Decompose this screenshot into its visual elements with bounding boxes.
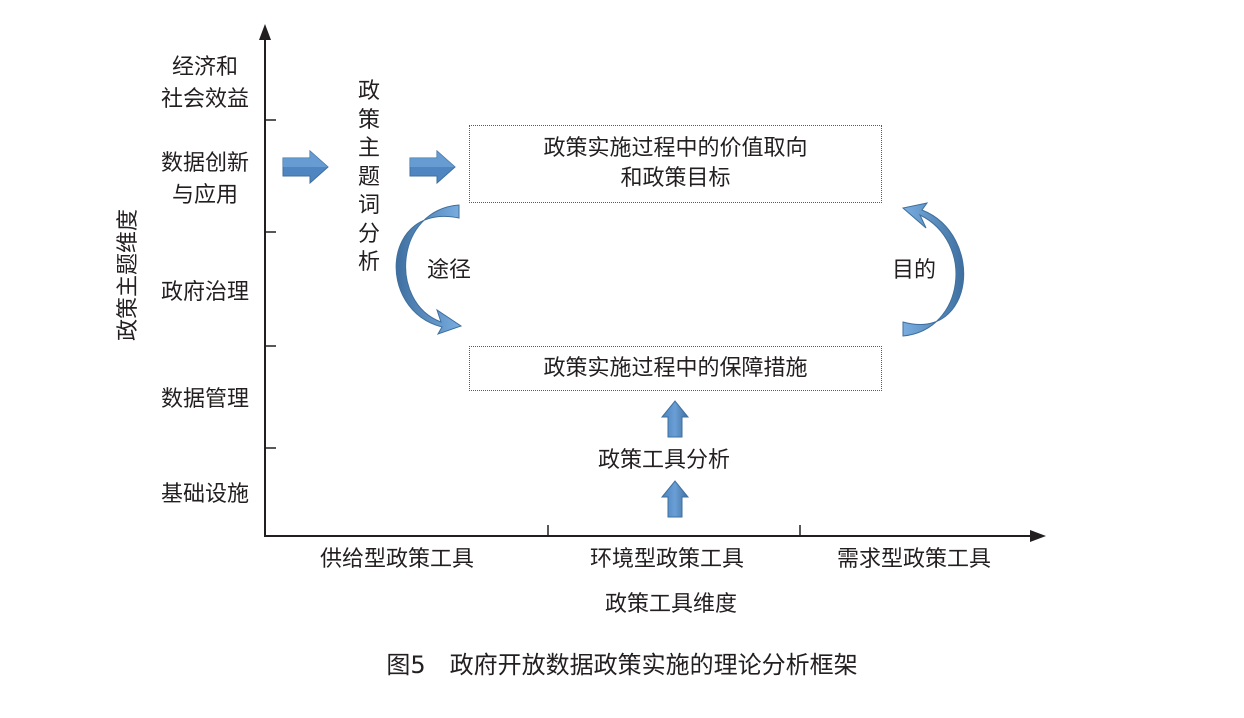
x-axis-arrowhead bbox=[1030, 530, 1046, 542]
keyword-analysis-label: 政策主题词分析 bbox=[357, 79, 380, 275]
arrow-up-to-tool-analysis bbox=[660, 480, 690, 518]
y-category-data-management: 数据管理 bbox=[160, 387, 249, 412]
x-category-supply-tools: 供给型政策工具 bbox=[320, 547, 475, 572]
arrow-to-value-box bbox=[409, 149, 456, 185]
curved-arrow-goal bbox=[901, 202, 965, 337]
y-category-economic-social-benefit: 经济和 社会效益 bbox=[160, 55, 249, 112]
y-axis-arrowhead bbox=[259, 24, 271, 40]
x-category-environment-tools: 环境型政策工具 bbox=[590, 547, 745, 572]
goal-label: 目的 bbox=[892, 258, 937, 283]
support-measures-box: 政策实施过程中的保障措施 bbox=[469, 346, 882, 391]
path-label: 途径 bbox=[427, 258, 472, 283]
tool-analysis-label: 政策工具分析 bbox=[598, 448, 731, 473]
x-axis-title: 政策工具维度 bbox=[605, 592, 738, 617]
arrow-to-keyword-analysis bbox=[282, 149, 329, 185]
arrow-up-to-support-box bbox=[660, 400, 690, 438]
x-axis bbox=[264, 525, 1046, 542]
y-axis bbox=[259, 24, 276, 537]
curved-arrow-path bbox=[395, 204, 463, 335]
y-category-data-innovation: 数据创新 与应用 bbox=[160, 151, 249, 208]
y-category-infrastructure: 基础设施 bbox=[160, 482, 249, 507]
y-axis-title: 政策主题维度 bbox=[116, 208, 141, 342]
value-orientation-box: 政策实施过程中的价值取向 和政策目标 bbox=[469, 125, 882, 203]
figure-caption: 图5 政府开放数据政策实施的理论分析框架 bbox=[386, 651, 858, 679]
y-category-government-governance: 政府治理 bbox=[160, 280, 249, 305]
x-category-demand-tools: 需求型政策工具 bbox=[837, 547, 992, 572]
